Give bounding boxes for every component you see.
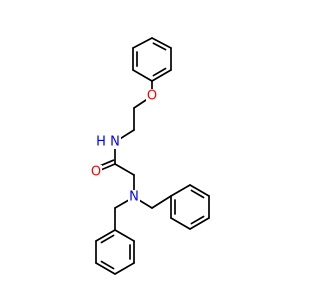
phenoxy-ring-bond [151,37,172,49]
benzyl-ring-right-bond [170,217,191,230]
benzyl-ring-bottom-bond [114,229,135,242]
benzyl-ring-right-double-bond [190,189,205,199]
atom-label-o-carbonyl: O [91,165,101,180]
benzyl-ring-bottom-bond [95,262,116,275]
phenoxy-ring-bond [132,37,153,49]
benzyl-ring-right-bond [170,184,191,197]
atom-label-hydrogen: H [96,135,106,150]
phenoxy-ring-bond [151,69,172,82]
atom-label-background [146,89,158,103]
atom-label-background [95,135,107,149]
bond-ch2-ring-right [151,195,172,209]
benzyl-ring-right-bond [189,184,210,197]
bond-co-ch2 [114,163,135,176]
phenoxy-ring-double-bond [152,42,167,51]
benzyl-ring-bottom-double-bond [100,234,115,244]
bonds [93,37,210,275]
atom-label-background [109,135,121,149]
atom-label-o-ether: O [147,89,157,104]
benzyl-ring-right-double-bond [190,215,205,225]
atom-label-background [128,190,140,204]
atom-label-background [90,165,102,179]
phenoxy-ring-double-bond [152,67,167,77]
benzyl-ring-bottom-bond [114,262,135,275]
atom-label-n-amide: N [110,135,120,150]
benzyl-ring-right-bond [189,217,210,230]
atom-label-n-amine: N [129,190,139,205]
phenoxy-ring-bond [132,69,153,82]
benzyl-ring-bottom-bond [95,229,116,242]
benzyl-ring-bottom-double-bond [100,260,115,270]
